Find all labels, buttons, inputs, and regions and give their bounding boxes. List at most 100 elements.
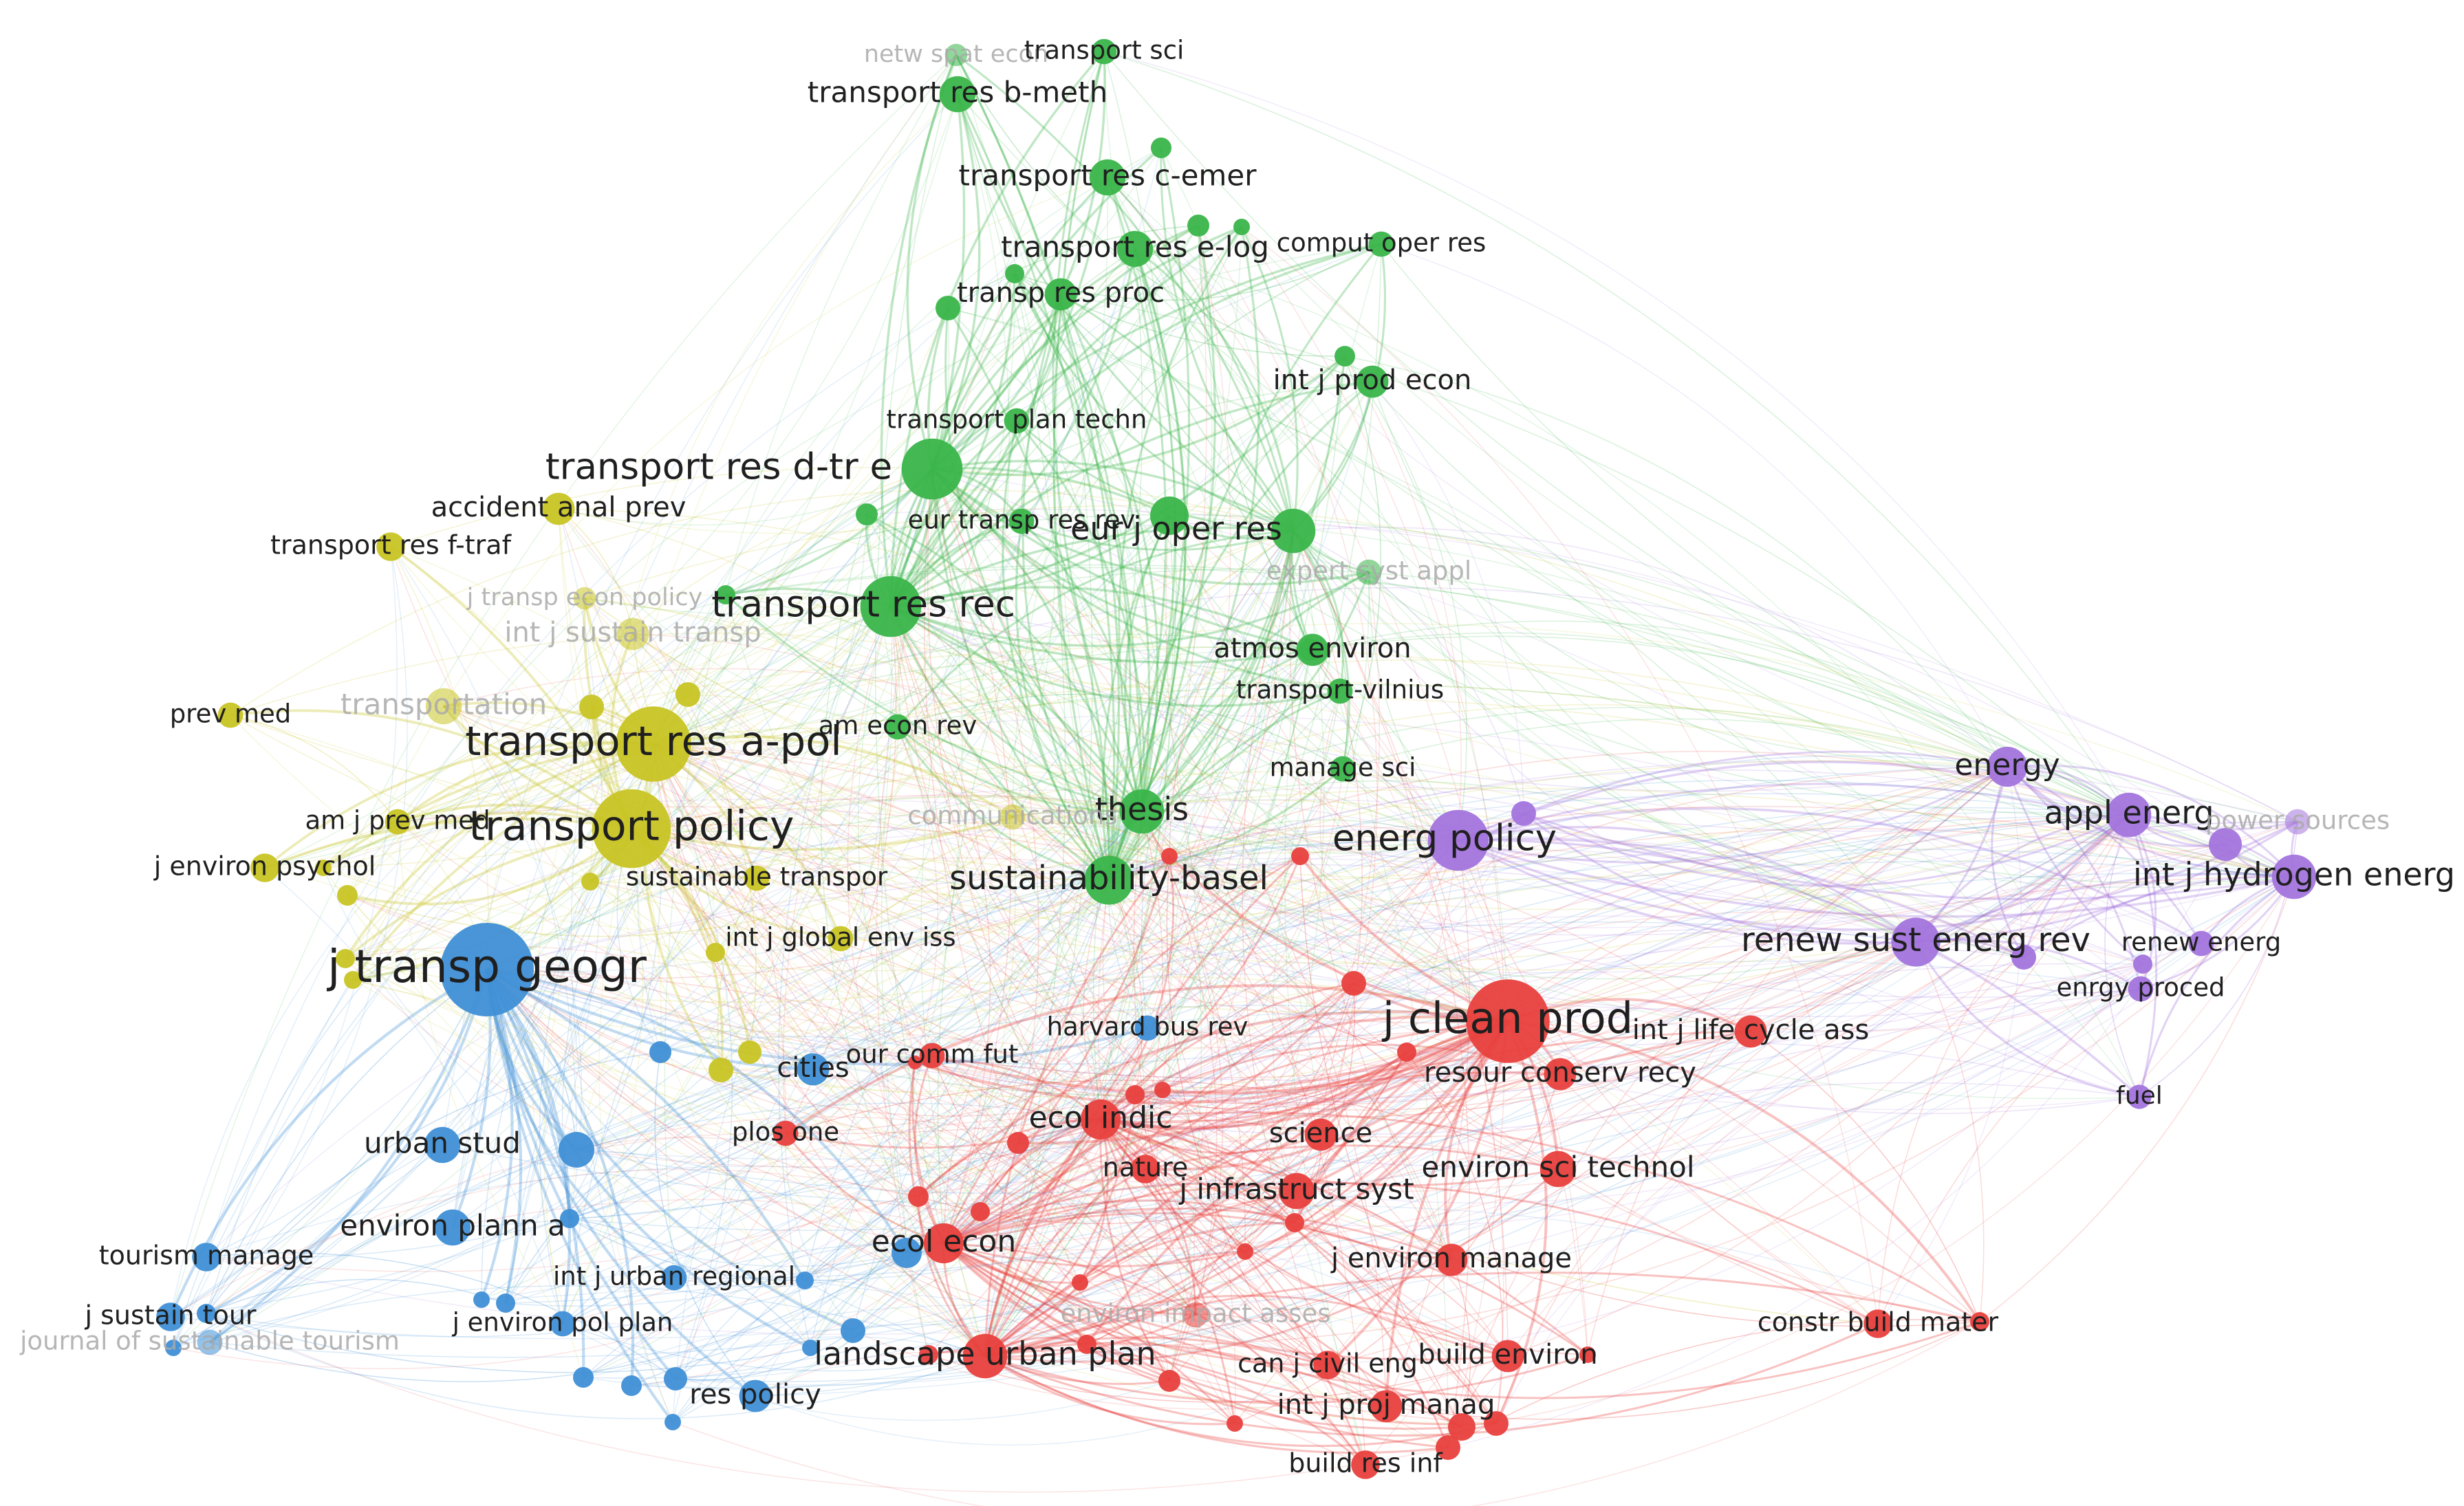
node-transportation[interactable] xyxy=(425,688,462,725)
node-unlabeled-82[interactable] xyxy=(1285,1213,1304,1232)
node-build-environ[interactable] xyxy=(1491,1340,1524,1373)
node-unlabeled-100[interactable] xyxy=(664,1367,687,1390)
node-unlabeled-79[interactable] xyxy=(1448,1413,1476,1441)
node-expert-syst-appl[interactable] xyxy=(1356,559,1382,585)
node-unlabeled-102[interactable] xyxy=(841,1318,865,1343)
node-energy[interactable] xyxy=(1987,746,2028,787)
node-unlabeled-106[interactable] xyxy=(197,1304,216,1323)
node-unlabeled-125[interactable] xyxy=(1151,138,1171,158)
node-unlabeled-109[interactable] xyxy=(738,1040,761,1064)
node-thesis[interactable] xyxy=(1119,789,1165,834)
node-prev-med[interactable] xyxy=(217,702,244,728)
node-build-res-inf[interactable] xyxy=(1351,1450,1380,1479)
node-unlabeled-132[interactable] xyxy=(2133,954,2152,974)
node-unlabeled-91[interactable] xyxy=(1072,1274,1088,1291)
node-environ-sci-technol[interactable] xyxy=(1539,1150,1577,1188)
node-int-j-urban-regional[interactable] xyxy=(661,1265,687,1291)
node-unlabeled-99[interactable] xyxy=(621,1375,642,1396)
node-unlabeled-127[interactable] xyxy=(716,585,735,604)
node-unlabeled-121[interactable] xyxy=(1150,496,1189,535)
node-j-infrastruct-syst[interactable] xyxy=(1278,1172,1315,1210)
node-unlabeled-122[interactable] xyxy=(1233,219,1250,235)
node-unlabeled-107[interactable] xyxy=(165,1340,182,1356)
node-unlabeled-116[interactable] xyxy=(315,860,332,876)
node-renew-sust-energ-rev[interactable] xyxy=(1891,917,1941,967)
node-j-environ-psychol[interactable] xyxy=(250,853,279,882)
node-unlabeled-72[interactable] xyxy=(908,1186,929,1207)
node-unlabeled-124[interactable] xyxy=(1005,264,1024,283)
node-j-transp-geogr[interactable] xyxy=(440,923,534,1016)
node-unlabeled-128[interactable] xyxy=(1299,639,1321,661)
node-unlabeled-126[interactable] xyxy=(1334,346,1355,367)
node-comput-oper-res[interactable] xyxy=(1368,231,1394,257)
node-unlabeled-87[interactable] xyxy=(1161,848,1178,864)
node-transport-res-d-tr-e[interactable] xyxy=(901,438,963,500)
node-unlabeled-94[interactable] xyxy=(649,1041,671,1063)
node-nature[interactable] xyxy=(1131,1155,1160,1183)
node-unlabeled-90[interactable] xyxy=(919,1345,938,1364)
node-harvard-bus-rev[interactable] xyxy=(1134,1015,1160,1041)
node-sustainable-transpor[interactable] xyxy=(744,865,770,891)
node-resour-conserv-recy[interactable] xyxy=(1544,1058,1577,1091)
node-manage-sci[interactable] xyxy=(1330,756,1356,782)
node-unlabeled-73[interactable] xyxy=(971,1202,990,1221)
node-int-j-proj-manag[interactable] xyxy=(1370,1390,1403,1423)
node-int-j-global-env-iss[interactable] xyxy=(828,926,854,952)
node-j-sustain-tour[interactable] xyxy=(156,1302,185,1331)
node-int-j-hydrogen-energ[interactable] xyxy=(2271,854,2317,899)
node-landscape-urban-plan[interactable] xyxy=(962,1333,1008,1379)
node-unlabeled-80[interactable] xyxy=(1484,1411,1509,1436)
node-accident-anal-prev[interactable] xyxy=(542,492,575,525)
node-energ-policy[interactable] xyxy=(1427,809,1489,871)
node-unlabeled-88[interactable] xyxy=(1579,1346,1596,1363)
node-ecol-econ[interactable] xyxy=(923,1223,964,1264)
node-unlabeled-83[interactable] xyxy=(1341,971,1366,996)
node-appl-energ[interactable] xyxy=(2106,792,2152,838)
node-unlabeled-120[interactable] xyxy=(856,503,878,525)
node-enrgy-proced[interactable] xyxy=(2128,976,2154,1002)
node-transport-sci[interactable] xyxy=(1091,39,1117,65)
node-unlabeled-130[interactable] xyxy=(2209,828,2242,861)
node-transport-policy[interactable] xyxy=(592,789,671,869)
node-transport-vilnius[interactable] xyxy=(1327,678,1353,704)
node-am-j-prev-med[interactable] xyxy=(385,809,411,835)
node-unlabeled-78[interactable] xyxy=(1226,1415,1243,1432)
node-constr-build-mater[interactable] xyxy=(1863,1309,1892,1338)
node-ecol-indic[interactable] xyxy=(1080,1099,1121,1140)
node-res-policy[interactable] xyxy=(739,1379,772,1412)
node-int-j-life-cycle-ass[interactable] xyxy=(1734,1015,1767,1048)
node-transport-res-a-pol[interactable] xyxy=(616,706,691,782)
node-transport-res-rec[interactable] xyxy=(860,576,922,637)
node-unlabeled-101[interactable] xyxy=(664,1414,681,1430)
node-transport-res-e-log[interactable] xyxy=(1116,230,1154,268)
node-unlabeled-110[interactable] xyxy=(709,1058,733,1082)
node-tourism-manage[interactable] xyxy=(192,1243,221,1272)
node-environ-impact-asses[interactable] xyxy=(1182,1302,1209,1328)
node-unlabeled-92[interactable] xyxy=(1237,1243,1253,1260)
node-unlabeled-115[interactable] xyxy=(344,971,362,989)
node-unlabeled-108[interactable] xyxy=(473,1291,490,1308)
node-eur-j-oper-res[interactable] xyxy=(1271,508,1316,554)
node-unlabeled-119[interactable] xyxy=(1187,215,1209,237)
node-environ-plann-a[interactable] xyxy=(434,1209,471,1246)
node-unlabeled-86[interactable] xyxy=(1291,847,1309,865)
node-unlabeled-98[interactable] xyxy=(573,1367,594,1388)
node-unlabeled-77[interactable] xyxy=(1158,1370,1180,1392)
node-communications[interactable] xyxy=(999,804,1026,830)
node-unlabeled-81[interactable] xyxy=(1436,1435,1460,1460)
node-j-clean-prod[interactable] xyxy=(1466,979,1550,1063)
node-unlabeled-97[interactable] xyxy=(496,1294,515,1313)
node-unlabeled-112[interactable] xyxy=(581,873,599,891)
node-unlabeled-117[interactable] xyxy=(706,943,725,962)
node-fuel[interactable] xyxy=(2127,1084,2152,1109)
node-unlabeled-85[interactable] xyxy=(1154,1082,1171,1098)
node-unlabeled-93[interactable] xyxy=(908,1056,922,1069)
node-int-j-prod-econ[interactable] xyxy=(1356,365,1389,398)
node-can-j-civil-eng[interactable] xyxy=(1313,1351,1342,1379)
node-unlabeled-114[interactable] xyxy=(336,949,355,968)
node-renew-energ[interactable] xyxy=(2188,930,2214,957)
node-cities[interactable] xyxy=(797,1053,830,1086)
node-unlabeled-84[interactable] xyxy=(1397,1043,1416,1062)
node-transport-res-f-traf[interactable] xyxy=(376,532,405,561)
